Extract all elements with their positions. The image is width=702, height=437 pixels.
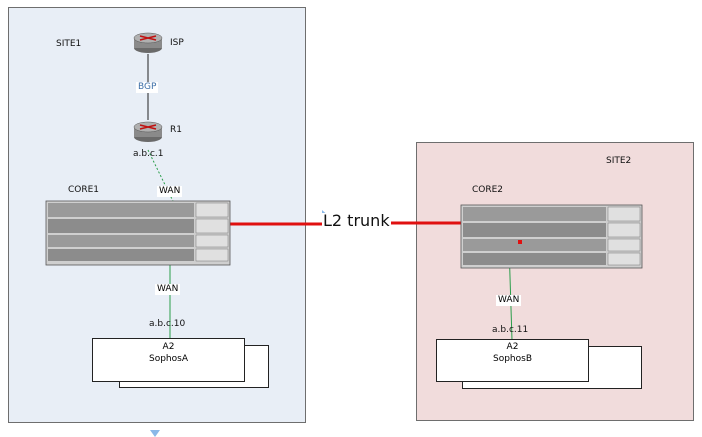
r1-label: R1 (170, 125, 182, 135)
isp-label: ISP (170, 38, 184, 48)
bottom-marker-icon (150, 430, 160, 437)
sophosb-ip-label: a.b.c.11 (492, 325, 529, 335)
sophosa-box: A2 SophosA (92, 338, 245, 382)
bgp-link-label: BGP (136, 82, 159, 93)
sophosb-name-label: SophosB (492, 354, 532, 364)
r1-ip-label: a.b.c.1 (133, 149, 164, 159)
core1-sophosa-wan-label: WAN (155, 284, 181, 295)
site1-label: SITE1 (56, 39, 82, 49)
r1-core1-wan-link (147, 149, 193, 241)
core2-label: CORE2 (472, 185, 504, 195)
sophosa-model-label: A2 (162, 342, 175, 352)
site2-label: SITE2 (606, 156, 632, 166)
core2-switch-icon (460, 204, 643, 269)
core1-label: CORE1 (68, 185, 100, 195)
r1-router-icon (133, 121, 163, 142)
sophosb-model-label: A2 (506, 342, 519, 352)
r1-core1-wan-label: WAN (157, 186, 183, 197)
l2-trunk-label: L2 trunk (322, 211, 391, 230)
sophosb-box: A2 SophosB (436, 339, 589, 382)
sophosa-name-label: SophosA (149, 354, 188, 364)
isp-router-icon (133, 32, 163, 53)
core2-sophosb-wan-label: WAN (496, 295, 522, 306)
sophosa-ip-label: a.b.c.10 (149, 319, 186, 329)
core1-switch-icon (45, 200, 231, 266)
